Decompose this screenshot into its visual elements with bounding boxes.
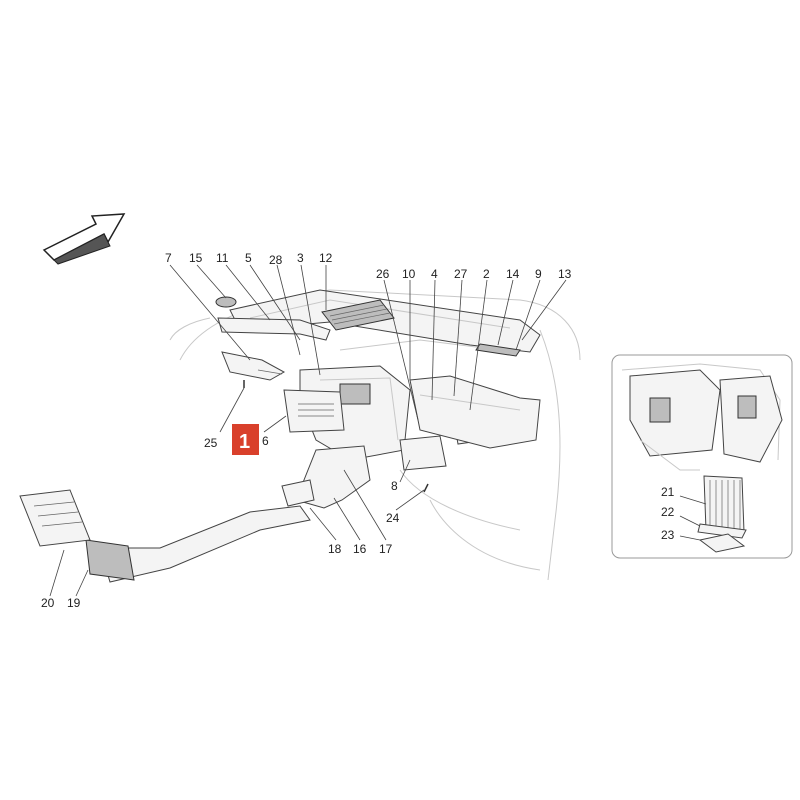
screw-icon — [243, 380, 429, 493]
badge-label: 1 — [239, 431, 250, 453]
callout-24: 24 — [386, 511, 400, 525]
callout-14: 14 — [506, 267, 520, 281]
callout-9: 9 — [535, 267, 542, 281]
callout-28: 28 — [269, 253, 283, 267]
right-side-duct — [409, 375, 541, 449]
vehicle-outline — [169, 289, 581, 581]
callout-22: 22 — [661, 505, 675, 519]
callout-6: 6 — [262, 434, 269, 448]
callout-8: 8 — [391, 479, 398, 493]
upper-distribution-duct — [217, 317, 331, 341]
inset-hvac-housing — [621, 363, 783, 471]
callout-labels: 7 15 11 5 28 3 12 26 10 4 27 2 14 9 13 2… — [41, 251, 572, 610]
defrost-grille — [321, 299, 395, 331]
direction-arrow-icon — [42, 213, 126, 265]
side-demister-vent — [475, 343, 521, 357]
cabin-air-filter — [703, 475, 745, 533]
center-air-vent — [283, 389, 345, 433]
callout-15: 15 — [189, 251, 203, 265]
floor-duct-front — [399, 435, 447, 471]
rear-air-vent — [19, 489, 91, 547]
callout-10: 10 — [402, 267, 416, 281]
filter-cover — [697, 523, 747, 539]
callout-3: 3 — [297, 251, 304, 265]
floor-duct-center — [281, 445, 371, 509]
callout-7: 7 — [165, 251, 172, 265]
filter-clip — [698, 533, 746, 553]
callout-13: 13 — [558, 267, 572, 281]
callout-21: 21 — [661, 485, 675, 499]
callout-12: 12 — [319, 251, 333, 265]
callout-4: 4 — [431, 267, 438, 281]
callout-23: 23 — [661, 528, 675, 542]
side-duct-left — [221, 351, 286, 381]
callout-27: 27 — [454, 267, 468, 281]
inset-panel: 21 22 23 — [611, 354, 793, 559]
callout-5: 5 — [245, 251, 252, 265]
vent-cap — [215, 296, 237, 308]
callout-26: 26 — [376, 267, 390, 281]
callout-20: 20 — [41, 596, 55, 610]
callout-18: 18 — [328, 542, 342, 556]
callout-19: 19 — [67, 596, 81, 610]
callout-2: 2 — [483, 267, 490, 281]
callout-11: 11 — [216, 251, 229, 265]
section-badge: 1 — [232, 424, 259, 455]
leader-lines — [49, 264, 567, 597]
callout-17: 17 — [379, 542, 393, 556]
callout-25: 25 — [204, 436, 218, 450]
rear-floor-duct — [85, 505, 311, 583]
callout-16: 16 — [353, 542, 367, 556]
